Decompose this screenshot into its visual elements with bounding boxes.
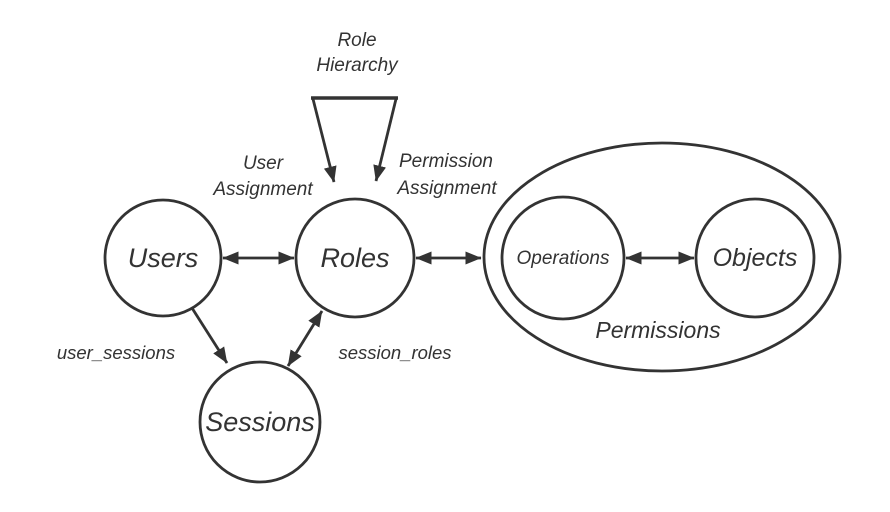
edge-role-hierarchy-right [373, 98, 398, 182]
user-assignment-label-line2: Assignment [212, 179, 313, 200]
users-circle [103, 198, 223, 318]
user-sessions-label: user_sessions [57, 342, 175, 363]
sessions-label: Sessions [205, 407, 315, 437]
permission-assignment-label-line2: Assignment [396, 178, 497, 199]
objects-label: Objects [713, 244, 798, 272]
roles-label: Roles [320, 243, 389, 273]
edge-role-hierarchy-left [311, 98, 337, 183]
objects-circle [694, 197, 816, 319]
session-roles-label: session_roles [338, 342, 451, 363]
operations-label: Operations [517, 248, 610, 269]
edge-sessions-roles [286, 310, 324, 367]
users-label: Users [128, 243, 199, 273]
sessions-circle [198, 360, 322, 484]
operations-circle [500, 195, 626, 321]
roles-circle [294, 197, 416, 319]
permissions-group-label: Permissions [595, 317, 721, 343]
role-hierarchy-label-line1: Role [337, 30, 376, 51]
role-hierarchy-label-line2: Hierarchy [316, 55, 399, 76]
user-assignment-label-line1: User [243, 153, 284, 174]
edge-users-sessions [190, 307, 229, 364]
permission-assignment-label-line1: Permission [399, 151, 493, 172]
